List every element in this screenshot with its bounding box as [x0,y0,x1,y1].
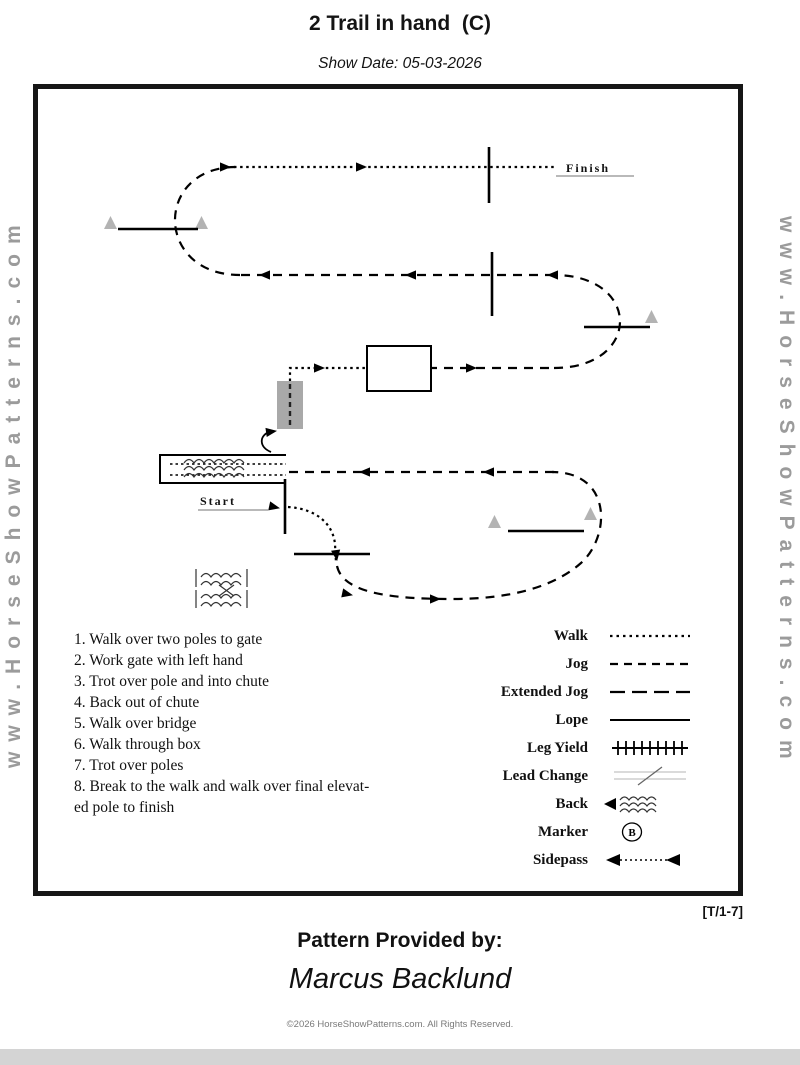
legend-row-leg-yield: Leg Yield [456,734,698,762]
svg-text:B: B [628,827,636,839]
instruction-item: 2. Work gate with left hand [74,652,243,669]
watermark-right: www.HorseShowPatterns.com [775,215,798,769]
legend-label: Walk [553,627,588,644]
legend-label: Sidepass [532,851,588,868]
instruction-item: 6. Walk through box [74,736,201,753]
back-squiggle-icon [183,465,245,472]
start-label: Start [200,494,236,508]
pattern-box: Finish [33,84,743,896]
legend-row-lead-change: Lead Change [456,762,698,790]
page-title: 2 Trail in hand (C) [308,12,492,35]
instruction-item: 3. Trot over pole and into chute [74,673,270,690]
instruction-item: 8. Break to the walk and walk over final… [74,778,370,816]
legend-row-back: Back [456,790,698,818]
legend-row-lope: Lope [456,706,698,734]
leg-yield-line-icon [602,737,698,759]
legend-label: Back [555,795,588,812]
legend-label: Lead Change [502,767,588,784]
watermark-left: www.HorseShowPatterns.com [2,215,25,769]
cone-icon [488,515,501,528]
cone-icon [645,310,658,323]
legend-row-jog: Jog [456,650,698,678]
provided-by-label: Pattern Provided by: [297,929,503,952]
provider-name: Marcus Backlund [288,963,512,995]
right-turn-upper [553,273,621,370]
sidepass-arrow-icon [602,849,698,871]
lead-change-icon [602,765,698,787]
footer-bar [0,1049,800,1065]
marker-circle-icon: B [602,821,698,843]
copyright-text: ©2026 HorseShowPatterns.com. All Rights … [286,1019,514,1030]
legend-row-marker: Marker B [456,818,698,846]
legend-row-walk: Walk [456,622,698,650]
back-squiggle-icon [183,458,245,465]
jog-dashed-line-icon [602,653,698,675]
cone-icon [104,216,117,229]
legend-label: Lope [555,711,588,728]
walk-through-box [366,345,432,392]
cone-icon [584,507,597,520]
show-date: Show Date: 05-03-2026 [318,55,482,72]
bottom-turn-loop [335,470,603,601]
legend-label: Extended Jog [500,683,588,700]
lope-solid-line-icon [602,709,698,731]
back-squiggle-arrow-icon [602,793,698,815]
legend-label: Marker [538,823,588,840]
left-turn-loop [174,165,241,277]
walk-dotted-line-icon [602,625,698,647]
instruction-item: 5. Walk over bridge [74,715,197,732]
legend-label: Jog [565,655,589,672]
gait-legend: Walk Jog Extended Jog Lope Leg Yield [456,622,698,874]
elevated-poles-icon [195,569,248,608]
instructions-list: 1. Walk over two poles to gate 2. Work g… [74,629,486,818]
finish-label: Finish [566,161,610,175]
instruction-item: 7. Trot over poles [74,757,184,774]
extended-jog-line-icon [602,681,698,703]
legend-row-sidepass: Sidepass [456,846,698,874]
back-squiggle-icon [183,472,245,479]
legend-row-extended-jog: Extended Jog [456,678,698,706]
instruction-item: 4. Back out of chute [74,694,200,711]
chute [159,454,286,484]
legend-label: Leg Yield [527,739,588,756]
ref-code: [T/1-7] [702,904,744,919]
instruction-item: 1. Walk over two poles to gate [74,631,263,648]
cone-icon [195,216,208,229]
pattern-diagram: Finish [104,147,658,608]
